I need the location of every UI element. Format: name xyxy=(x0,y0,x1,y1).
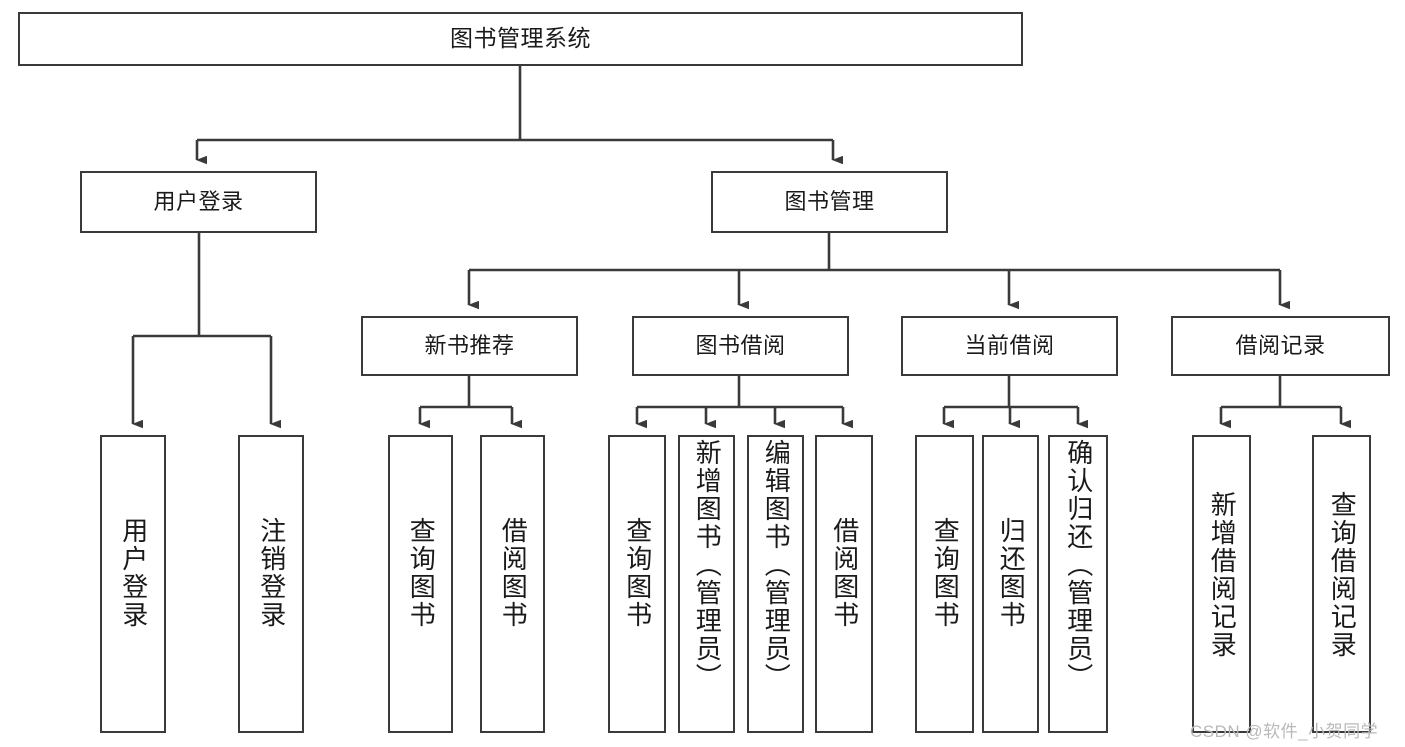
leaf-borrow-book-2[interactable]: 借阅图书 xyxy=(815,435,873,733)
node-current-borrow[interactable]: 当前借阅 xyxy=(901,316,1118,376)
node-root-system[interactable]: 图书管理系统 xyxy=(18,12,1023,66)
leaf-user-login[interactable]: 用户登录 xyxy=(100,435,166,733)
node-label: 借阅记录 xyxy=(1235,333,1326,359)
leaf-add-book-admin[interactable]: 新增图书（管理员） xyxy=(678,435,735,733)
leaf-query-book-1[interactable]: 查询图书 xyxy=(388,435,453,733)
node-label: 查询借阅记录 xyxy=(1327,491,1358,659)
node-label: 用户登录 xyxy=(153,189,244,215)
leaf-edit-book-admin[interactable]: 编辑图书（管理员） xyxy=(747,435,804,733)
node-label: 图书管理系统 xyxy=(450,25,591,52)
node-label: 注销登录 xyxy=(256,517,287,629)
node-book-borrow[interactable]: 图书借阅 xyxy=(632,316,849,376)
node-label: 当前借阅 xyxy=(964,333,1055,359)
node-label: 新增图书（管理员） xyxy=(692,439,723,691)
node-label: 借阅图书 xyxy=(829,517,860,629)
watermark: CSDN @软件_小贺同学 xyxy=(1190,722,1379,741)
leaf-borrow-book-1[interactable]: 借阅图书 xyxy=(480,435,545,733)
leaf-logout[interactable]: 注销登录 xyxy=(238,435,304,733)
leaf-query-book-2[interactable]: 查询图书 xyxy=(608,435,666,733)
node-label: 图书管理 xyxy=(784,189,875,215)
node-label: 查询图书 xyxy=(930,517,961,629)
leaf-query-borrow-record[interactable]: 查询借阅记录 xyxy=(1312,435,1371,733)
node-label: 归还图书 xyxy=(996,517,1027,629)
leaf-confirm-return-admin[interactable]: 确认归还（管理员） xyxy=(1048,435,1108,733)
node-label: 编辑图书（管理员） xyxy=(761,439,792,691)
node-label: 用户登录 xyxy=(118,517,149,629)
node-new-book-recommend[interactable]: 新书推荐 xyxy=(361,316,578,376)
leaf-query-book-3[interactable]: 查询图书 xyxy=(915,435,974,733)
node-label: 确认归还（管理员） xyxy=(1063,439,1094,691)
node-label: 新书推荐 xyxy=(424,333,515,359)
leaf-return-book[interactable]: 归还图书 xyxy=(982,435,1039,733)
node-label: 查询图书 xyxy=(406,517,437,629)
node-user-login[interactable]: 用户登录 xyxy=(80,171,317,233)
node-label: 图书借阅 xyxy=(695,333,786,359)
node-label: 新增借阅记录 xyxy=(1207,491,1238,659)
node-book-manage[interactable]: 图书管理 xyxy=(711,171,948,233)
node-label: 查询图书 xyxy=(622,517,653,629)
node-label: 借阅图书 xyxy=(498,517,529,629)
node-borrow-record[interactable]: 借阅记录 xyxy=(1171,316,1390,376)
leaf-add-borrow-record[interactable]: 新增借阅记录 xyxy=(1192,435,1251,733)
